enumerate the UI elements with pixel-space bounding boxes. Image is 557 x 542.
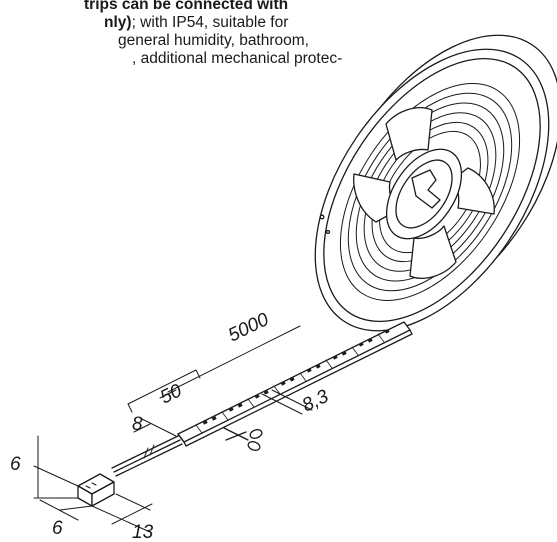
reel-front-flange-inner xyxy=(323,57,541,323)
dimension-lines xyxy=(33,325,313,533)
description-bold-2: nly) xyxy=(104,14,132,31)
connector xyxy=(77,473,115,507)
dim-cut-interval-label: 50 xyxy=(157,380,186,408)
led-chips xyxy=(202,329,390,425)
flange-hole xyxy=(319,214,325,220)
dim-line-length xyxy=(159,325,301,399)
description-line-4: , additional mechanical protec- xyxy=(132,50,343,67)
wound-tape xyxy=(339,83,521,301)
dim-line-connector-width xyxy=(39,499,93,521)
dim-led-pitch-label: 8,3 xyxy=(299,386,332,417)
flange-hole xyxy=(325,229,331,235)
dim-connector-width-label: 6 xyxy=(52,518,63,539)
dimension-labels: 5000 50 8 8,3 6 6 13 xyxy=(10,309,332,542)
led-segments xyxy=(195,333,385,434)
description-bold-1: trips can be connected with xyxy=(84,0,289,13)
reel-spokes xyxy=(353,107,495,279)
dim-length-label: 5000 xyxy=(225,309,273,347)
dim-connector-length-label: 13 xyxy=(132,522,154,542)
dim-line-width xyxy=(133,417,177,437)
dim-line-pitch xyxy=(261,389,313,415)
description-line-2: nly); with IP54, suitable for xyxy=(104,14,288,32)
cable xyxy=(111,435,183,477)
hub-clip xyxy=(411,169,441,209)
reel-hub-inner xyxy=(395,159,453,229)
dim-line-connector-height xyxy=(33,435,79,499)
tape-reel xyxy=(314,34,557,332)
dim-connector-height-label: 6 xyxy=(10,454,21,475)
dim-line-connector-length xyxy=(91,493,153,533)
led-strip xyxy=(177,321,413,447)
scissors-icon xyxy=(223,427,263,451)
description-text-2: ; with IP54, suitable for xyxy=(131,14,289,31)
description-line-3: general humidity, bathroom, xyxy=(118,32,309,49)
dim-line-cut-interval xyxy=(127,369,201,413)
dim-strip-width-label: 8 xyxy=(132,414,143,435)
description-line-1: trips can be connected with xyxy=(84,0,288,14)
